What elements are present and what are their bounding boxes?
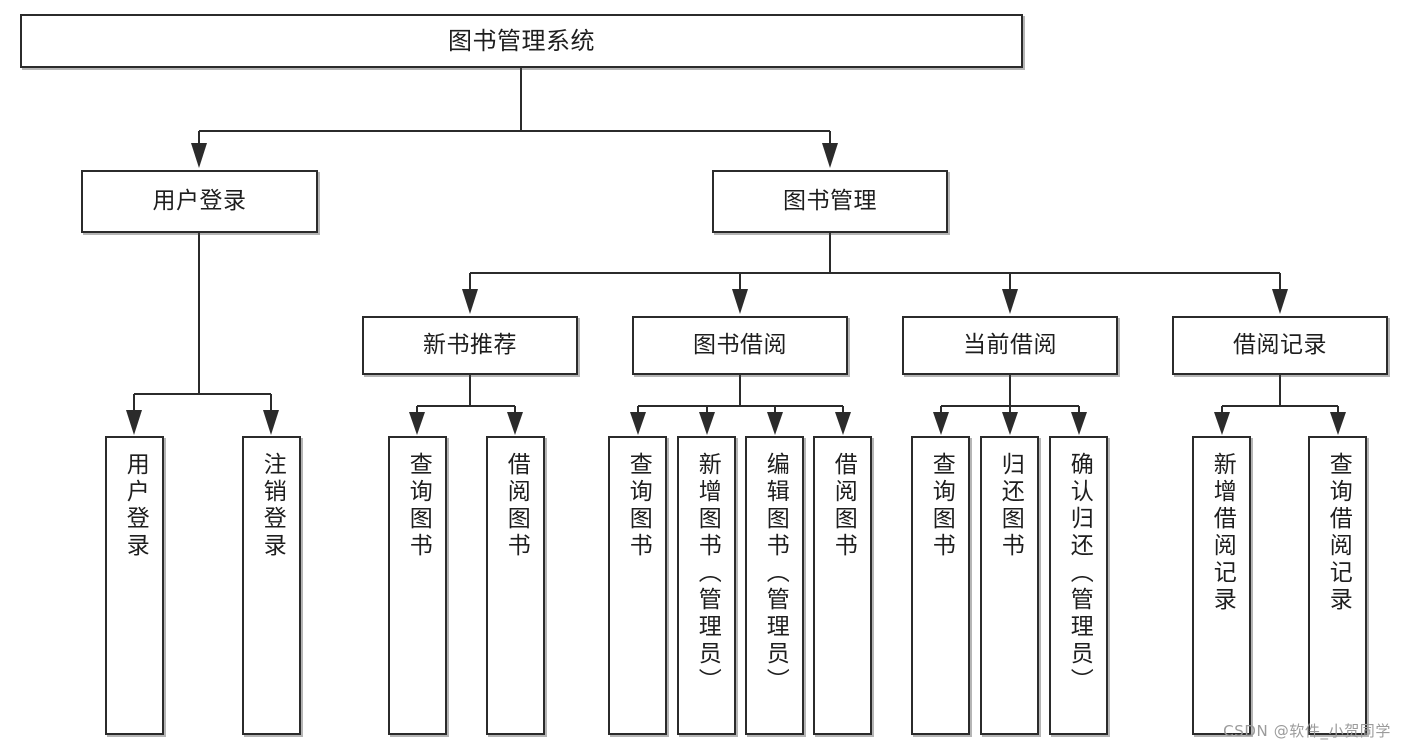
node-label: 用户登录 (122, 452, 149, 560)
arrow-bb-leaf-4 (835, 412, 851, 435)
node-label: 确认归还（管理员） (1066, 452, 1093, 695)
node-label: 新书推荐 (423, 331, 517, 358)
arrow-bb-leaf-1 (630, 412, 646, 435)
node-label: 借阅图书 (503, 452, 530, 560)
node-label: 借阅记录 (1233, 331, 1327, 358)
node-label: 查询图书 (928, 452, 955, 560)
arrow-bb-leaf-2 (699, 412, 715, 435)
leaf-newbook-query-book[interactable]: 查询图书 (388, 436, 447, 735)
leaf-bookborrow-edit-book-admin[interactable]: 编辑图书（管理员） (745, 436, 804, 735)
node-book-management[interactable]: 图书管理 (712, 170, 948, 233)
arrow-to-book-borrow (732, 289, 748, 314)
leaf-user-login[interactable]: 用户登录 (105, 436, 164, 735)
node-label: 图书借阅 (693, 331, 787, 358)
leaf-newbook-borrow-book[interactable]: 借阅图书 (486, 436, 545, 735)
arrow-bb-leaf-3 (767, 412, 783, 435)
node-label: 查询借阅记录 (1325, 452, 1352, 614)
node-current-borrow[interactable]: 当前借阅 (902, 316, 1118, 375)
node-new-book-recommend[interactable]: 新书推荐 (362, 316, 578, 375)
arrow-cb-leaf-3 (1071, 412, 1087, 435)
node-label: 用户登录 (152, 187, 247, 214)
node-root-book-management-system[interactable]: 图书管理系统 (20, 14, 1023, 68)
node-label: 注销登录 (259, 452, 286, 560)
leaf-logout[interactable]: 注销登录 (242, 436, 301, 735)
arrow-br-leaf-2 (1330, 412, 1346, 435)
watermark-csdn: CSDN @软件_小贺同学 (1223, 722, 1391, 740)
arrow-to-current-borrow (1002, 289, 1018, 314)
arrow-to-book-manage (822, 143, 838, 168)
arrow-nb-leaf-1 (409, 412, 425, 435)
arrow-to-new-book (462, 289, 478, 314)
node-label: 当前借阅 (963, 331, 1057, 358)
arrow-br-leaf-1 (1214, 412, 1230, 435)
node-label: 图书管理 (783, 187, 877, 214)
leaf-borrowrecord-query-record[interactable]: 查询借阅记录 (1308, 436, 1367, 735)
arrow-to-borrow-record (1272, 289, 1288, 314)
leaf-bookborrow-add-book-admin[interactable]: 新增图书（管理员） (677, 436, 736, 735)
node-label: 借阅图书 (830, 452, 857, 560)
arrow-to-user-login (191, 143, 207, 168)
leaf-currentborrow-return-book[interactable]: 归还图书 (980, 436, 1039, 735)
node-borrow-record[interactable]: 借阅记录 (1172, 316, 1388, 375)
leaf-borrowrecord-add-record[interactable]: 新增借阅记录 (1192, 436, 1251, 735)
leaf-currentborrow-confirm-return-admin[interactable]: 确认归还（管理员） (1049, 436, 1108, 735)
node-label: 归还图书 (997, 452, 1024, 560)
node-label: 图书管理系统 (448, 26, 595, 55)
arrow-leaf-user-login (126, 410, 142, 435)
node-book-borrow[interactable]: 图书借阅 (632, 316, 848, 375)
arrow-cb-leaf-1 (933, 412, 949, 435)
leaf-bookborrow-query-book[interactable]: 查询图书 (608, 436, 667, 735)
arrow-leaf-logout (263, 410, 279, 435)
arrow-cb-leaf-2 (1002, 412, 1018, 435)
node-label: 新增借阅记录 (1209, 452, 1236, 614)
node-label: 编辑图书（管理员） (762, 452, 789, 695)
node-label: 查询图书 (625, 452, 652, 560)
node-user-login[interactable]: 用户登录 (81, 170, 318, 233)
leaf-bookborrow-borrow-book[interactable]: 借阅图书 (813, 436, 872, 735)
node-label: 查询图书 (405, 452, 432, 560)
arrow-nb-leaf-2 (507, 412, 523, 435)
node-label: 新增图书（管理员） (694, 452, 721, 695)
leaf-currentborrow-query-book[interactable]: 查询图书 (911, 436, 970, 735)
